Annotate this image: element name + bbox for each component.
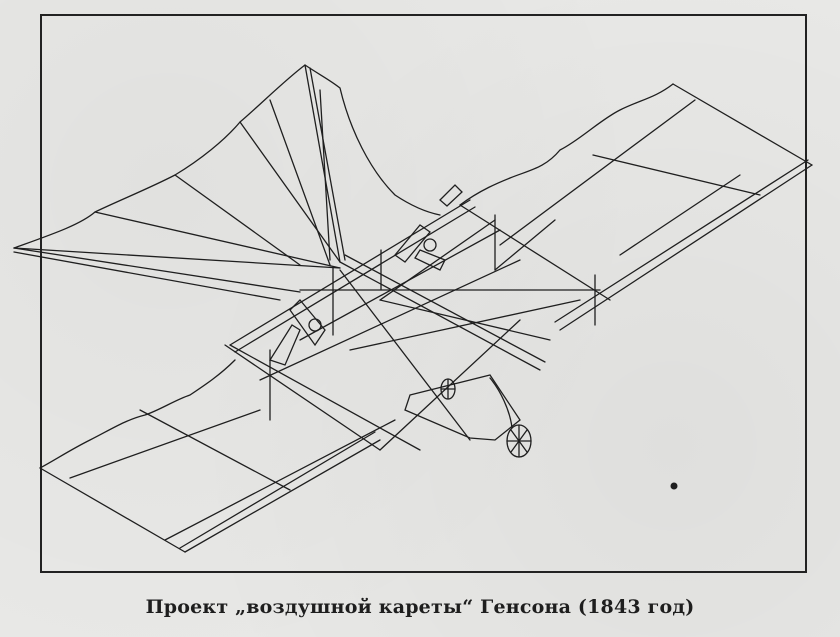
- illustration-frame: [40, 14, 807, 573]
- carriage-body: [404, 374, 532, 458]
- left-wing: [39, 344, 421, 553]
- ink-spot: [670, 482, 678, 490]
- figure-caption: Проект „воздушной кареты“ Генсона (1843 …: [145, 596, 695, 618]
- propellers: [269, 184, 463, 366]
- right-wing: [459, 83, 813, 331]
- tail-sail: [13, 64, 441, 301]
- fuselage-frame: [224, 199, 601, 451]
